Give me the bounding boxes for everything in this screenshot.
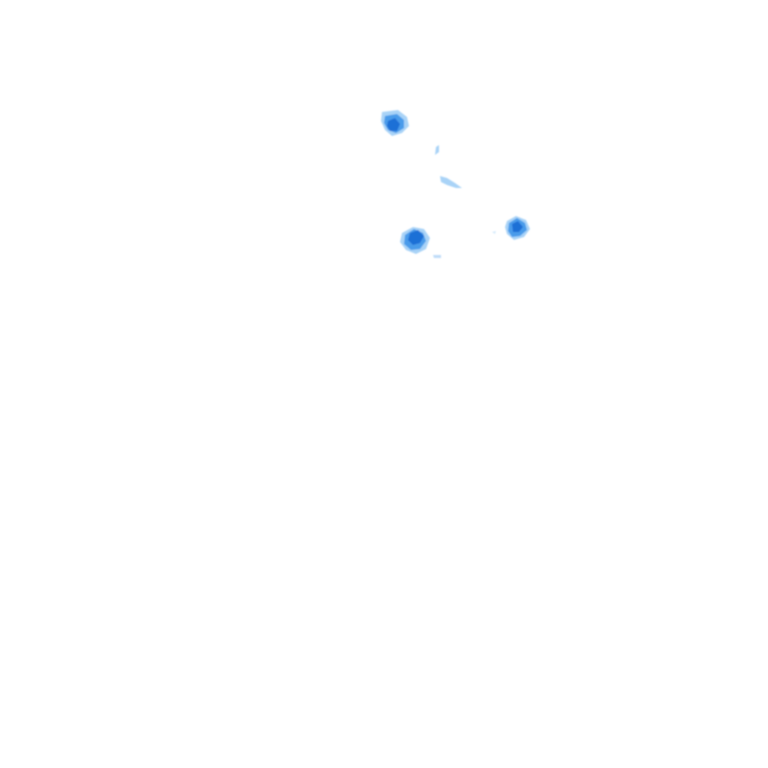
blob-top (381, 110, 409, 136)
speck-small-top (435, 145, 439, 155)
speck-small-bottom (433, 255, 441, 258)
blob-bottom (400, 227, 430, 254)
specks (433, 145, 496, 258)
blob-right (505, 216, 530, 240)
speck-tiny (492, 231, 496, 234)
speck-streak (440, 176, 462, 188)
